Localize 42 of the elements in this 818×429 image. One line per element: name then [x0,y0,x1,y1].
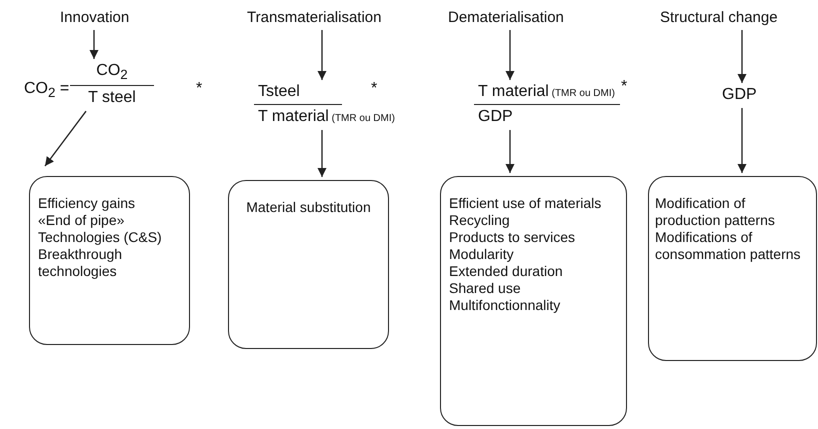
list-item: Efficiency gains [38,195,136,212]
arrow [506,130,514,173]
list-item: Multifonctionnality [449,297,562,314]
arrow [44,110,87,166]
list-item: «End of pipe» Technologies (C&S) [38,212,163,246]
denominator-text: T steel [88,89,136,106]
list-item: Modification of production patterns [655,195,776,229]
equation-term: CO$_{2}$ = [24,80,70,100]
multiply-sign: * [371,80,378,98]
rounded-box [29,176,190,345]
denominator-text: T material [258,108,329,125]
arrow [738,30,746,83]
numerator-text: (TMR ou DMI) [550,88,615,99]
rounded-box [440,176,627,426]
arrow [318,30,326,80]
list-item: Shared use [449,280,522,297]
heading-label: Structural change [660,9,778,26]
list-item: Modifications of consommation patterns [655,229,802,263]
list-item: Products to services [449,229,576,246]
list-item: Efficient use of materials [449,195,602,212]
list-item: Material substitution [245,199,372,216]
arrow [90,30,98,59]
arrow [738,108,746,173]
list-item: Recycling [449,212,511,229]
numerator-text: T material [478,83,549,100]
heading-label: Innovation [60,9,130,26]
heading-label: Transmaterialisation [247,9,382,26]
rounded-box [228,180,389,349]
arrow [506,30,514,80]
list-item: Extended duration [449,263,564,280]
multiply-sign: * [621,78,628,96]
denominator-text: (TMR ou DMI) [330,113,395,124]
list-item: Modularity [449,246,515,263]
list-item: Breakthrough technologies [38,246,124,280]
denominator-text: GDP [478,108,513,125]
numerator-text: Tsteel [258,83,300,100]
rounded-box [648,176,817,361]
multiply-sign: * [196,80,202,98]
heading-label: GDP [722,86,757,104]
numerator-text: CO$_{2}$ [96,62,128,79]
arrow [318,130,326,177]
heading-label: Dematerialisation [448,9,564,26]
